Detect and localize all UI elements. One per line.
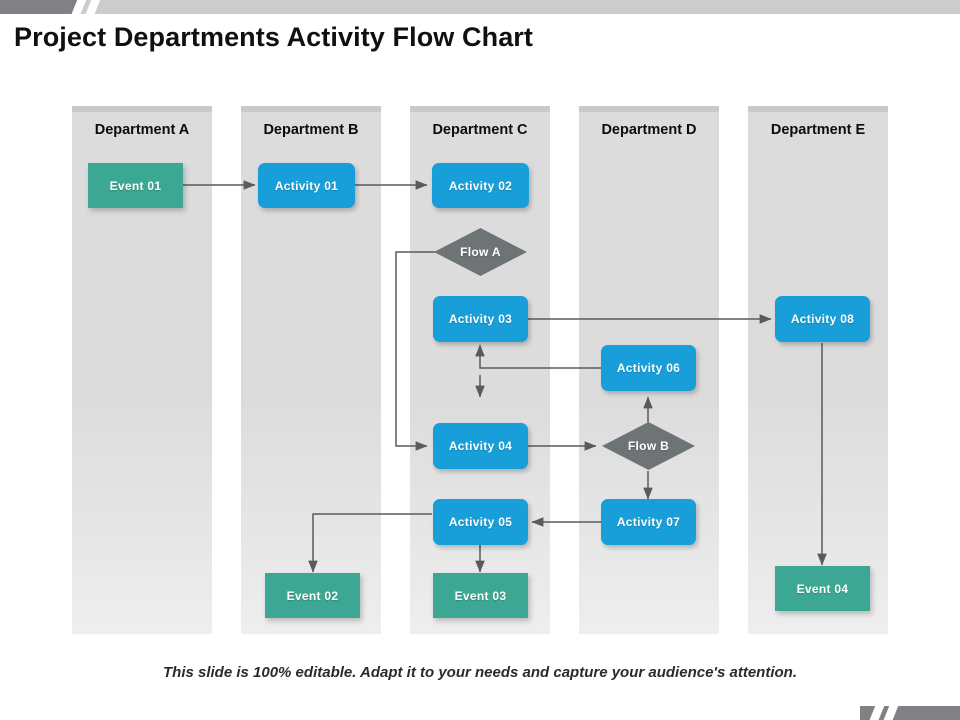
node-flow-a[interactable]: Flow A — [434, 228, 527, 276]
swimlane-label-dept-d: Department D — [601, 122, 697, 138]
node-activity-07[interactable]: Activity 07 — [601, 499, 696, 545]
top-accent-light — [78, 0, 960, 14]
node-activity-02-label: Activity 02 — [448, 178, 513, 193]
top-accent-dark — [0, 0, 78, 14]
bottom-accent-bar — [0, 706, 960, 720]
node-activity-08[interactable]: Activity 08 — [775, 296, 870, 342]
node-activity-01[interactable]: Activity 01 — [258, 163, 355, 208]
top-accent-bar — [0, 0, 960, 14]
node-activity-05-label: Activity 05 — [448, 515, 513, 529]
connector-flowa-activity04 — [395, 251, 437, 451]
node-activity-03-label: Activity 03 — [448, 312, 513, 326]
node-flow-b[interactable]: Flow B — [602, 422, 695, 470]
page-title: Project Departments Activity Flow Chart — [14, 22, 534, 52]
connector-activity06-activity03 — [475, 344, 601, 369]
swimlane-label-dept-c: Department C — [432, 122, 528, 138]
swimlane-dept-e: Department E — [748, 106, 888, 634]
node-activity-06-label: Activity 06 — [616, 361, 681, 375]
swimlane-body-dept-e — [748, 112, 888, 634]
node-activity-08-label: Activity 08 — [790, 312, 855, 326]
node-event-02-label: Event 02 — [286, 588, 339, 603]
node-activity-05[interactable]: Activity 05 — [433, 499, 528, 545]
node-activity-02[interactable]: Activity 02 — [432, 163, 529, 208]
connector-layer — [183, 180, 827, 573]
swimlane-label-dept-a: Department A — [94, 122, 190, 138]
node-event-01-label: Event 01 — [109, 178, 162, 193]
node-event-03-label: Event 03 — [454, 588, 507, 603]
node-activity-04-label: Activity 04 — [448, 439, 513, 453]
node-activity-01-label: Activity 01 — [274, 178, 339, 193]
node-event-04-label: Event 04 — [796, 581, 849, 596]
node-activity-04[interactable]: Activity 04 — [433, 423, 528, 469]
swimlane-label-dept-e: Department E — [770, 122, 866, 138]
connector-activity05-event02 — [308, 513, 432, 573]
node-event-03[interactable]: Event 03 — [433, 573, 528, 618]
node-flow-b-label: Flow B — [627, 439, 670, 453]
flowchart-canvas: Department A Department B Department C D… — [0, 100, 960, 645]
node-event-04[interactable]: Event 04 — [775, 566, 870, 611]
node-event-01[interactable]: Event 01 — [88, 163, 183, 208]
node-activity-07-label: Activity 07 — [616, 515, 681, 529]
node-activity-06[interactable]: Activity 06 — [601, 345, 696, 391]
node-flow-a-label: Flow A — [460, 245, 501, 259]
node-event-02[interactable]: Event 02 — [265, 573, 360, 618]
node-activity-03[interactable]: Activity 03 — [433, 296, 528, 342]
swimlane-label-dept-b: Department B — [263, 122, 359, 138]
slide-caption: This slide is 100% editable. Adapt it to… — [163, 664, 797, 681]
